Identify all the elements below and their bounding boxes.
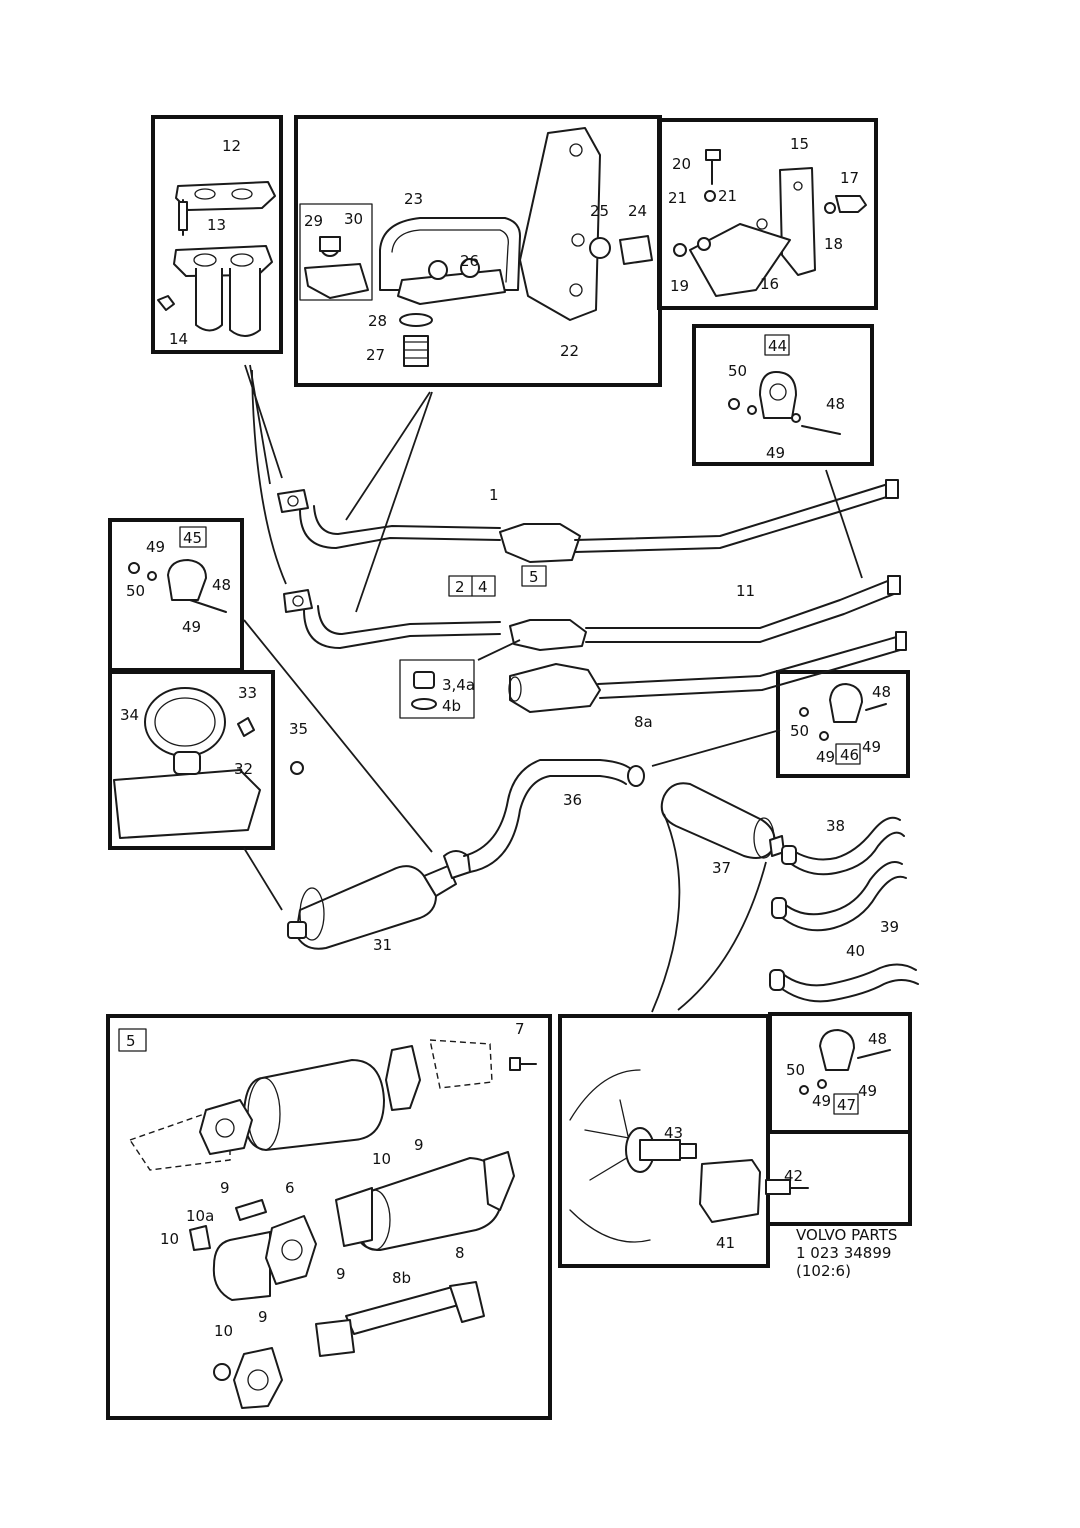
- label-20: 20: [672, 155, 691, 173]
- part-number-labels: 12 13 14 23 29 30 26 25 24 28 27 22 20 2…: [120, 135, 899, 1340]
- label-2: 2: [455, 578, 465, 596]
- inset-clamp-45: [108, 518, 244, 672]
- label-45: 45: [183, 529, 202, 547]
- caption-line-1: VOLVO PARTS: [796, 1226, 897, 1244]
- label-7: 7: [515, 1020, 525, 1038]
- label-33: 33: [238, 684, 257, 702]
- label-21a: 21: [668, 189, 687, 207]
- label-49e: 49: [862, 738, 881, 756]
- front-pipe-lower: [283, 575, 901, 651]
- inset-heater-connection: [558, 1014, 912, 1268]
- label-4: 4: [478, 578, 488, 596]
- front-muffler: [287, 759, 645, 950]
- inset-manifold-gasket: [151, 115, 283, 354]
- label-31: 31: [373, 936, 392, 954]
- rear-muffler: [660, 782, 785, 859]
- label-1: 1: [489, 486, 499, 504]
- bolt-plug-detail: [399, 659, 475, 719]
- label-36: 36: [563, 791, 582, 809]
- caption-line-2: 1 023 34899: [796, 1244, 891, 1262]
- label-49f: 49: [812, 1092, 831, 1110]
- nut-35: [290, 761, 304, 775]
- inset-converter-detail: [106, 1014, 552, 1420]
- label-41: 41: [716, 1234, 735, 1252]
- label-9b: 9: [220, 1179, 230, 1197]
- label-28: 28: [368, 312, 387, 330]
- label-9c: 9: [336, 1265, 346, 1283]
- label-23: 23: [404, 190, 423, 208]
- inset-clamp-44: [692, 324, 874, 466]
- label-9a: 9: [414, 1136, 424, 1154]
- inset-rubber-ring: [108, 670, 275, 850]
- label-49a: 49: [766, 444, 785, 462]
- label-48c: 48: [872, 683, 891, 701]
- label-50c: 50: [790, 722, 809, 740]
- label-50d: 50: [786, 1061, 805, 1079]
- label-30: 30: [344, 210, 363, 228]
- label-9d: 9: [258, 1308, 268, 1326]
- label-49c: 49: [182, 618, 201, 636]
- catalytic-8a: [508, 631, 907, 713]
- tailpipes-38-39-40: [769, 816, 919, 1003]
- label-5-box: 5: [126, 1032, 136, 1050]
- label-3-4a: 3,4a: [442, 676, 475, 694]
- label-13: 13: [207, 216, 226, 234]
- label-24: 24: [628, 202, 647, 220]
- label-8: 8: [455, 1244, 465, 1262]
- caption-line-3: (102:6): [796, 1262, 851, 1280]
- label-42: 42: [784, 1167, 803, 1185]
- label-5: 5: [529, 568, 539, 586]
- label-48a: 48: [826, 395, 845, 413]
- volvo-parts-caption: VOLVO PARTS 1 023 34899 (102:6): [796, 1226, 897, 1280]
- label-19: 19: [670, 277, 689, 295]
- label-40: 40: [846, 942, 865, 960]
- label-26: 26: [460, 252, 479, 270]
- inset-clamp-46: [776, 670, 910, 778]
- label-32: 32: [234, 760, 253, 778]
- label-11: 11: [736, 582, 755, 600]
- label-21b: 21: [718, 187, 737, 205]
- label-34: 34: [120, 706, 139, 724]
- label-43: 43: [664, 1124, 683, 1142]
- label-14: 14: [169, 330, 188, 348]
- label-4b: 4b: [442, 697, 461, 715]
- inset-hanger-bracket: [657, 118, 878, 310]
- label-8a: 8a: [634, 713, 653, 731]
- label-39: 39: [880, 918, 899, 936]
- label-29: 29: [304, 212, 323, 230]
- label-18: 18: [824, 235, 843, 253]
- label-15: 15: [790, 135, 809, 153]
- label-37: 37: [712, 859, 731, 877]
- label-10a: 10: [372, 1150, 391, 1168]
- label-12: 12: [222, 137, 241, 155]
- boxed-callouts: [179, 334, 861, 1115]
- label-38: 38: [826, 817, 845, 835]
- label-49b: 49: [146, 538, 165, 556]
- label-50a: 50: [728, 362, 747, 380]
- label-35: 35: [289, 720, 308, 738]
- leader-arrows: [243, 364, 863, 1013]
- label-50b: 50: [126, 582, 145, 600]
- label-44: 44: [768, 337, 787, 355]
- label-27: 27: [366, 346, 385, 364]
- label-48b: 48: [212, 576, 231, 594]
- front-pipe-upper: [277, 479, 899, 563]
- inset-bracket-assembly: [294, 115, 662, 387]
- label-16: 16: [760, 275, 779, 293]
- label-47: 47: [837, 1096, 856, 1114]
- label-46: 46: [840, 746, 859, 764]
- label-17: 17: [840, 169, 859, 187]
- label-49g: 49: [858, 1082, 877, 1100]
- label-10x: 10a: [186, 1207, 214, 1225]
- label-48d: 48: [868, 1030, 887, 1048]
- label-8b: 8b: [392, 1269, 411, 1287]
- label-49d: 49: [816, 748, 835, 766]
- label-25: 25: [590, 202, 609, 220]
- label-22: 22: [560, 342, 579, 360]
- label-10b: 10: [160, 1230, 179, 1248]
- label-6: 6: [285, 1179, 295, 1197]
- label-10c: 10: [214, 1322, 233, 1340]
